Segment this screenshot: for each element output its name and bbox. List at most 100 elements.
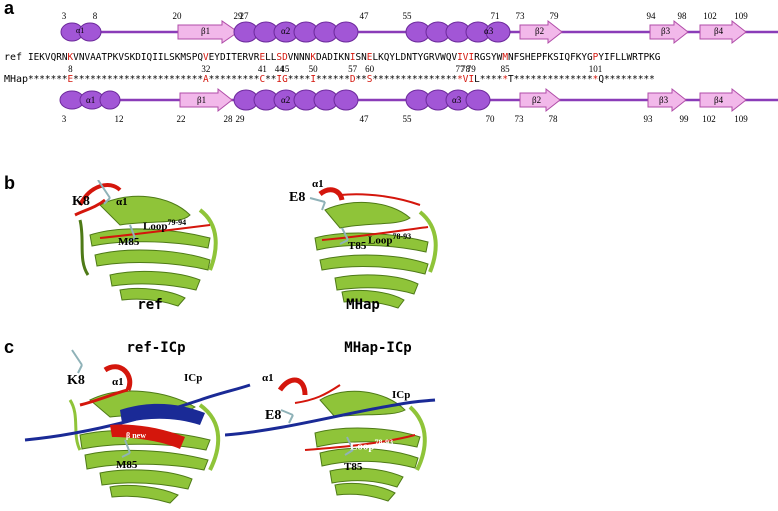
ref-a3-end: 71 [490,11,500,21]
helix-alpha1-mhap [59,90,121,110]
structure-mhap [309,187,438,309]
ref-row-label: ref [4,52,23,63]
mhap-b3-label: β3 [659,95,669,105]
mhap-sequence: *******E***********************A********… [28,74,655,85]
mhap-b2-end: 78 [548,114,558,124]
mhap-loop-text: Loop [368,234,393,247]
mhap-position-number: 57 [348,64,358,74]
highlighted-residue: * [592,74,599,85]
helix-alpha2-ref [233,21,359,43]
ref-a1-end: 8 [92,11,98,21]
highlighted-residue: I [276,74,283,85]
structure-title-ref-icp: ref-ICp [126,340,186,356]
strand-beta4-mhap [699,87,747,113]
secondary-structure-track-mhap [59,87,778,113]
mhap-position-number: 78 [461,64,471,74]
secondary-structure-track-ref [60,19,778,45]
mhap-position-number: 32 [201,64,211,74]
ref-a1-start: 3 [61,11,67,21]
highlighted-residue: V [203,52,209,63]
mhap-a1-start: 3 [61,114,67,124]
mhap-b4-end: 109 [734,114,748,124]
ref-a2-label: α2 [281,26,291,36]
ref-a2-end: 47 [359,11,369,21]
mhap-a2-label: α2 [281,95,291,105]
mhap-loop-range: 78-93 [392,232,412,241]
ref-icp-helix-label: α1 [112,376,124,388]
mhap-b3-end: 99 [679,114,689,124]
ref-b1-end: 27 [239,11,249,21]
mhap-position-number: 44 [274,64,284,74]
panel-label-c: c [4,337,15,357]
mhap-icp-residue-label: E8 [265,408,282,423]
ref-a1-label: α1 [76,26,85,35]
highlighted-residue: I [468,74,475,85]
helix-alpha2-mhap [233,89,359,111]
mhap-a1-label: α1 [86,95,96,105]
highlighted-residue: P [592,52,599,63]
highlighted-residue: E [259,52,266,63]
mhap-position-number: 41 [257,64,267,74]
mhap-a2-end: 47 [359,114,369,124]
highlighted-residue: V [462,74,469,85]
ref-mutant-label: M85 [118,236,140,248]
ref-a2-start: 29 [233,11,243,21]
mhap-icp-loop-label: Loop78-93 [350,438,393,453]
mhap-a3-end: 70 [485,114,495,124]
ref-icp-residue-label: K8 [67,373,85,388]
ref-icp-mutant-label: M85 [116,459,138,471]
mhap-b2-start: 73 [514,114,524,124]
mhap-b3-start: 93 [643,114,653,124]
highlighted-residue: E [67,74,74,85]
mhap-b2-label: β2 [532,95,542,105]
strand-beta4-ref [699,19,747,45]
ref-b4-label: β4 [714,26,724,36]
strand-beta1-ref [177,20,239,44]
mhap-icp-mutant-label: T85 [344,461,363,473]
highlighted-residue: I [349,52,356,63]
panel-label-a: a [4,0,15,18]
structure-title-mhap-icp: MHap-ICp [344,340,412,356]
mhap-row-label: MHap [4,74,29,85]
ref-b2-end: 79 [549,11,559,21]
mhap-a2-start: 29 [235,114,245,124]
ref-b3-start: 94 [646,11,656,21]
highlighted-residue: I [310,74,316,85]
highlighted-residue: D [349,74,356,85]
mhap-position-number: 101 [588,64,603,74]
helix-alpha3-ref [405,21,511,43]
ref-b1-label: β1 [201,26,211,36]
highlighted-residue: I [468,52,475,63]
ref-loop-text: Loop [143,220,168,233]
ref-loop-label: Loop79-94 [143,218,186,233]
ref-b3-end: 98 [677,11,687,21]
ref-icp-peptide-label: ICp [184,372,203,384]
mhap-icp-helix-label: α1 [262,372,274,384]
ref-b4-start: 102 [703,11,717,21]
helix-alpha1-ref [60,22,102,42]
highlighted-residue: M [502,52,508,63]
mhap-b4-label: β4 [714,95,724,105]
highlighted-residue: I [457,52,463,63]
highlighted-residue: E [366,52,373,63]
ref-residue-label: K8 [72,194,90,209]
structure-title-mhap: MHap [346,297,380,313]
mhap-position-number: 60 [365,64,375,74]
mhap-b4-start: 102 [702,114,716,124]
mhap-helix-label: α1 [312,178,324,190]
mhap-b1-start: 22 [176,114,186,124]
mhap-a3-start: 55 [402,114,412,124]
ref-b2-label: β2 [535,26,545,36]
mhap-icp-peptide-label: ICp [392,389,411,401]
mhap-position-number: 50 [308,64,318,74]
highlighted-residue: S [366,74,373,85]
mhap-position-number: 79 [466,64,476,74]
highlighted-residue: V [462,52,469,63]
ref-icp-strand-label: β new [126,431,146,440]
highlighted-residue: A [203,74,209,85]
ref-helix-label: α1 [116,196,128,208]
mhap-position-number: 45 [280,64,290,74]
highlighted-residue: D [282,52,288,63]
ref-number-8: 8 [68,64,73,74]
mhap-b1-label: β1 [197,95,207,105]
